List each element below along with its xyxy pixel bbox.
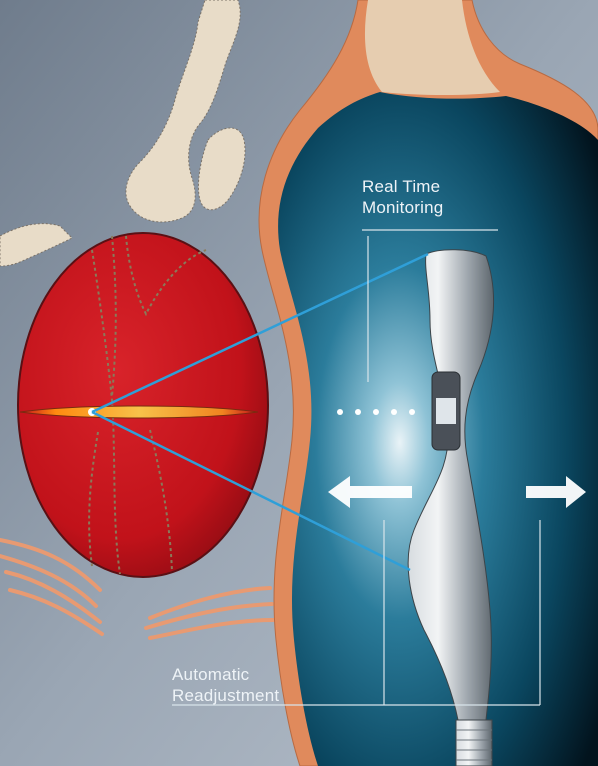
monitoring-label-line2: Monitoring [362,197,443,218]
monitoring-label-line1: Real Time [362,176,443,197]
readjustment-label: Automatic Readjustment [172,664,279,706]
monitoring-label: Real Time Monitoring [362,176,443,218]
probe-sensor-window [436,398,456,424]
red-organ [18,233,268,577]
readjustment-label-line2: Readjustment [172,685,279,706]
probe-shaft [456,720,492,766]
readjustment-label-line1: Automatic [172,664,279,685]
